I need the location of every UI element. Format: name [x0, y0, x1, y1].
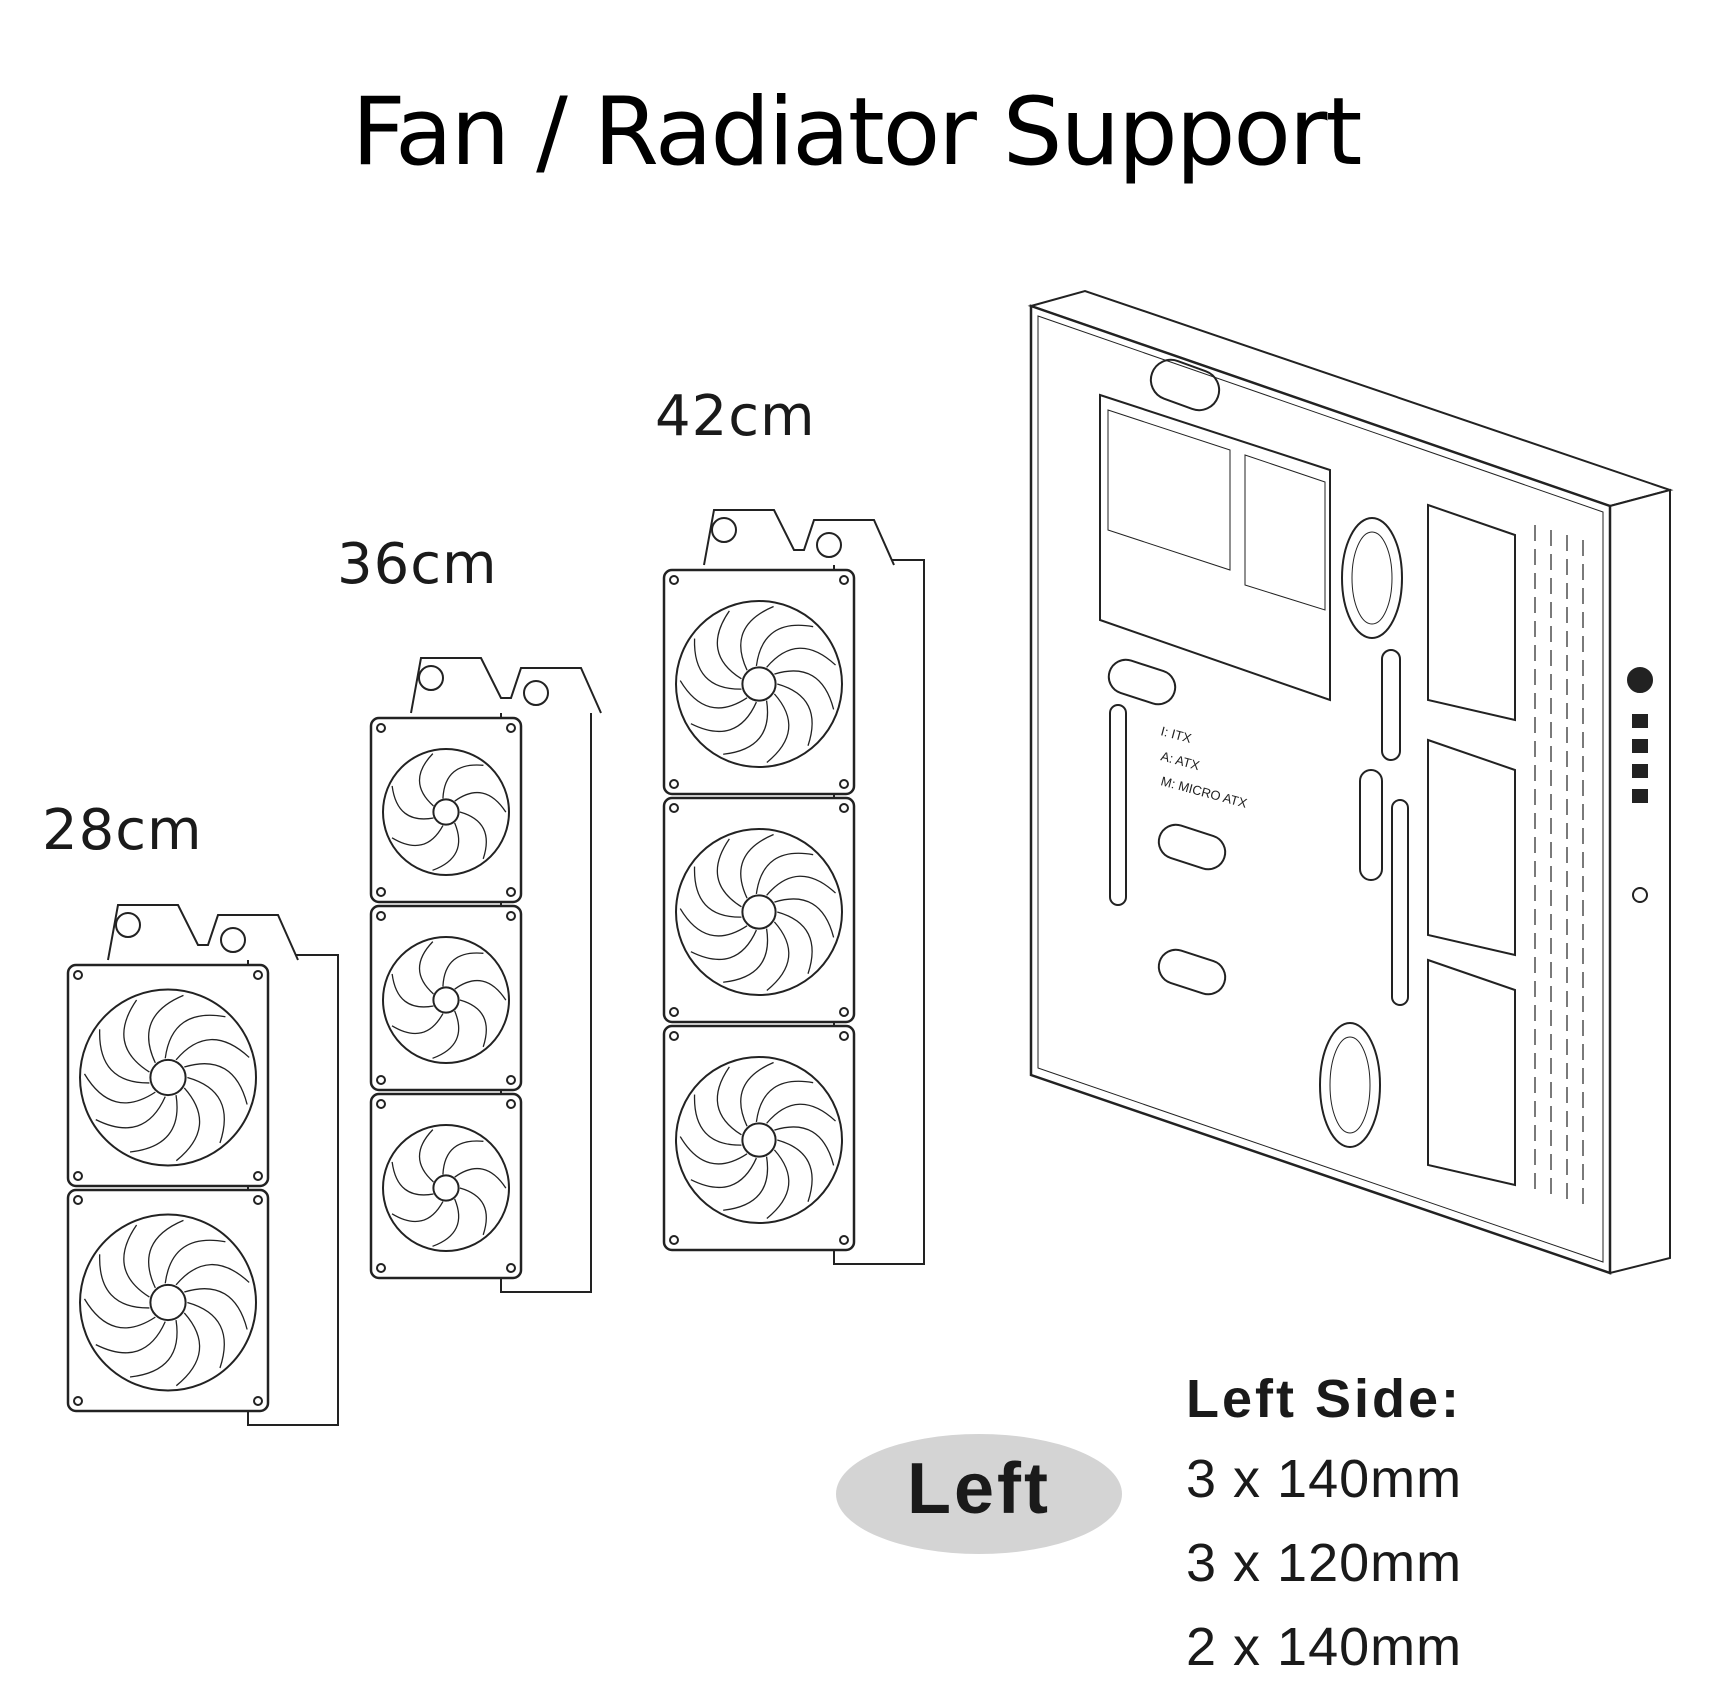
fan-icon [369, 904, 523, 1092]
fan-icon [369, 716, 523, 904]
radiator-42cm [662, 509, 925, 1265]
fan-icon [369, 1092, 523, 1280]
fan-icon [662, 1024, 856, 1252]
spec-item: 2 x 140mm [1186, 1617, 1463, 1677]
radiator-28cm-label: 28cm [42, 798, 203, 863]
left-badge-label: Left [907, 1449, 1051, 1529]
spec-item: 3 x 120mm [1186, 1533, 1463, 1593]
fan-icon [66, 1188, 270, 1413]
left-side-badge: Left [836, 1434, 1122, 1554]
fan-icon [662, 568, 856, 796]
radiator-36cm [369, 657, 602, 1293]
fan-icon [662, 796, 856, 1024]
radiator-28cm [66, 904, 339, 1426]
spec-item: 3 x 140mm [1186, 1449, 1463, 1509]
page-title: Fan / Radiator Support [351, 78, 1363, 187]
case-side-panel [1027, 289, 1674, 1275]
fan-icon [66, 963, 270, 1188]
radiator-36cm-label: 36cm [337, 532, 498, 597]
radiator-42cm-label: 42cm [655, 384, 816, 449]
spec-title: Left Side: [1186, 1369, 1463, 1429]
